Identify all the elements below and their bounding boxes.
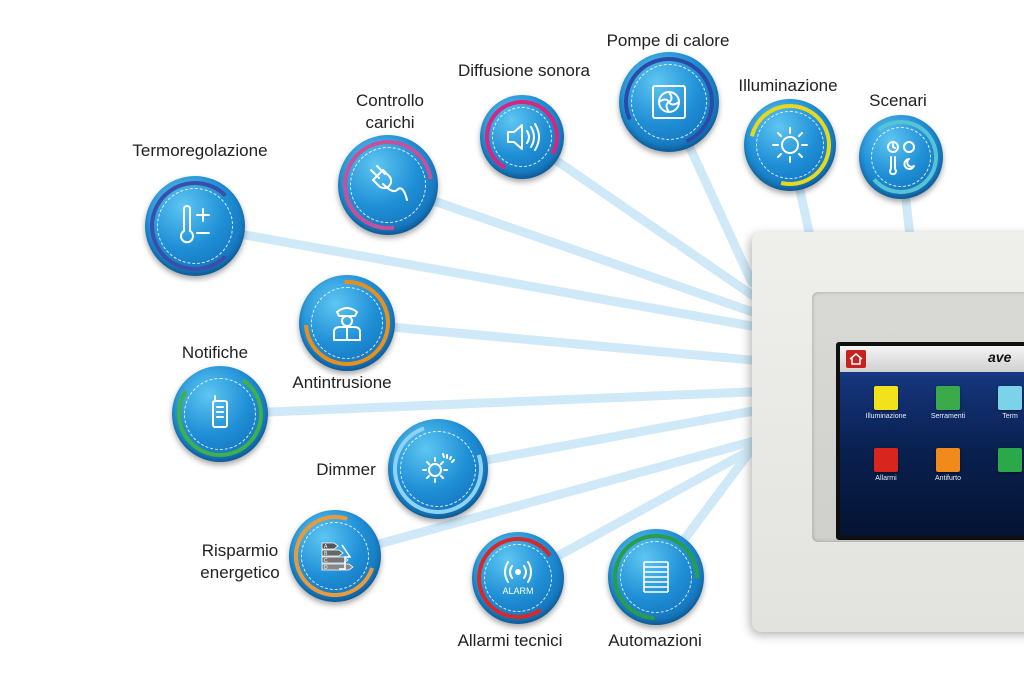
device-app-label: Allarmi bbox=[875, 475, 897, 482]
feature-ring bbox=[150, 181, 240, 271]
feature-badge-scenari[interactable] bbox=[859, 115, 943, 199]
feature-dashed-ring bbox=[871, 127, 931, 187]
screen-header: ave bbox=[840, 346, 1024, 372]
energy-class-letter: D bbox=[324, 565, 328, 571]
feature-dashed-ring bbox=[350, 147, 426, 223]
energy-class-letter: B bbox=[324, 551, 328, 557]
feature-badge-pompe-di-calore[interactable] bbox=[610, 43, 728, 161]
home-icon bbox=[849, 353, 863, 365]
ray-notifiche bbox=[215, 387, 757, 419]
thermo-icon bbox=[998, 386, 1022, 410]
alarm-icon-text: ALARM bbox=[502, 586, 533, 596]
device-app-label: Term bbox=[1002, 413, 1018, 420]
alarm-icon bbox=[874, 448, 898, 472]
feature-label: Controllo carichi bbox=[355, 91, 425, 132]
feature-dashed-ring bbox=[631, 64, 707, 140]
feature-label: Illuminazione bbox=[738, 76, 838, 95]
ray-risparmio-energetico bbox=[330, 437, 757, 561]
ray-antintrusione bbox=[342, 318, 757, 365]
shutter-icon bbox=[936, 386, 960, 410]
feature-badge-termoregolazione[interactable] bbox=[145, 176, 245, 276]
feature-dashed-ring bbox=[311, 287, 383, 359]
feature-badge-antintrusione[interactable] bbox=[286, 262, 408, 384]
device-app-term[interactable]: Term bbox=[982, 386, 1024, 420]
feature-badge-allarmi-tecnici[interactable]: ALARM bbox=[470, 530, 566, 626]
feature-badge-dimmer[interactable] bbox=[377, 408, 499, 530]
feature-label: Termoregolazione bbox=[132, 141, 268, 160]
device-app-illuminazione[interactable]: Illuminazione bbox=[858, 386, 914, 420]
feature-badge-illuminazione[interactable] bbox=[733, 88, 847, 202]
feature-label: Scenari bbox=[869, 91, 927, 110]
energy-class-bar bbox=[321, 549, 344, 557]
device-app-serramenti[interactable]: Serramenti bbox=[920, 386, 976, 420]
device-app-label: Illuminazione bbox=[865, 413, 907, 420]
feature-badge-controllo-carichi[interactable] bbox=[324, 121, 452, 249]
feature-label: Notifiche bbox=[181, 343, 249, 362]
feature-dashed-ring bbox=[400, 431, 476, 507]
energy-class-letter: C bbox=[324, 558, 328, 564]
feature-dashed-ring bbox=[484, 544, 552, 612]
feature-badge-automazioni[interactable] bbox=[595, 516, 717, 638]
brand-logo: ave bbox=[988, 349, 1012, 365]
ray-diffusione-sonora bbox=[517, 132, 757, 300]
energy-class-bar bbox=[321, 556, 349, 564]
device-app-label: Antifurto bbox=[934, 475, 962, 482]
feature-dashed-ring bbox=[756, 111, 824, 179]
energy-class-letter: A bbox=[324, 544, 328, 550]
home-button[interactable] bbox=[846, 350, 866, 368]
feature-dashed-ring bbox=[184, 378, 256, 450]
feature-label: Antintrusione bbox=[292, 373, 392, 392]
bulb-icon bbox=[874, 386, 898, 410]
feature-label: Automazioni bbox=[608, 631, 702, 650]
feature-badge-diffusione-sonora[interactable] bbox=[476, 91, 568, 183]
feature-badge-notifiche[interactable] bbox=[169, 363, 271, 465]
feature-dashed-ring bbox=[157, 188, 233, 264]
energy-class-bar bbox=[321, 542, 339, 550]
feature-label: Diffusione sonora bbox=[458, 61, 590, 80]
ray-termoregolazione bbox=[190, 221, 757, 331]
feature-dashed-ring bbox=[492, 107, 552, 167]
ray-controllo-carichi bbox=[383, 180, 757, 317]
feature-dashed-ring bbox=[301, 522, 369, 590]
device-app-antifurto[interactable]: Antifurto bbox=[920, 448, 976, 482]
feature-dashed-ring bbox=[620, 541, 692, 613]
guard-icon bbox=[936, 448, 960, 472]
other-icon bbox=[998, 448, 1022, 472]
feature-label: Allarmi tecnici bbox=[457, 631, 563, 650]
device-app-allarmi[interactable]: Allarmi bbox=[858, 448, 914, 482]
feature-label: Dimmer bbox=[316, 460, 376, 479]
feature-label: Risparmio energetico bbox=[200, 541, 280, 582]
device-app-item[interactable] bbox=[982, 448, 1024, 475]
feature-label: Pompe di calore bbox=[606, 31, 730, 50]
device-app-label: Serramenti bbox=[930, 413, 966, 420]
ray-dimmer bbox=[433, 406, 757, 474]
